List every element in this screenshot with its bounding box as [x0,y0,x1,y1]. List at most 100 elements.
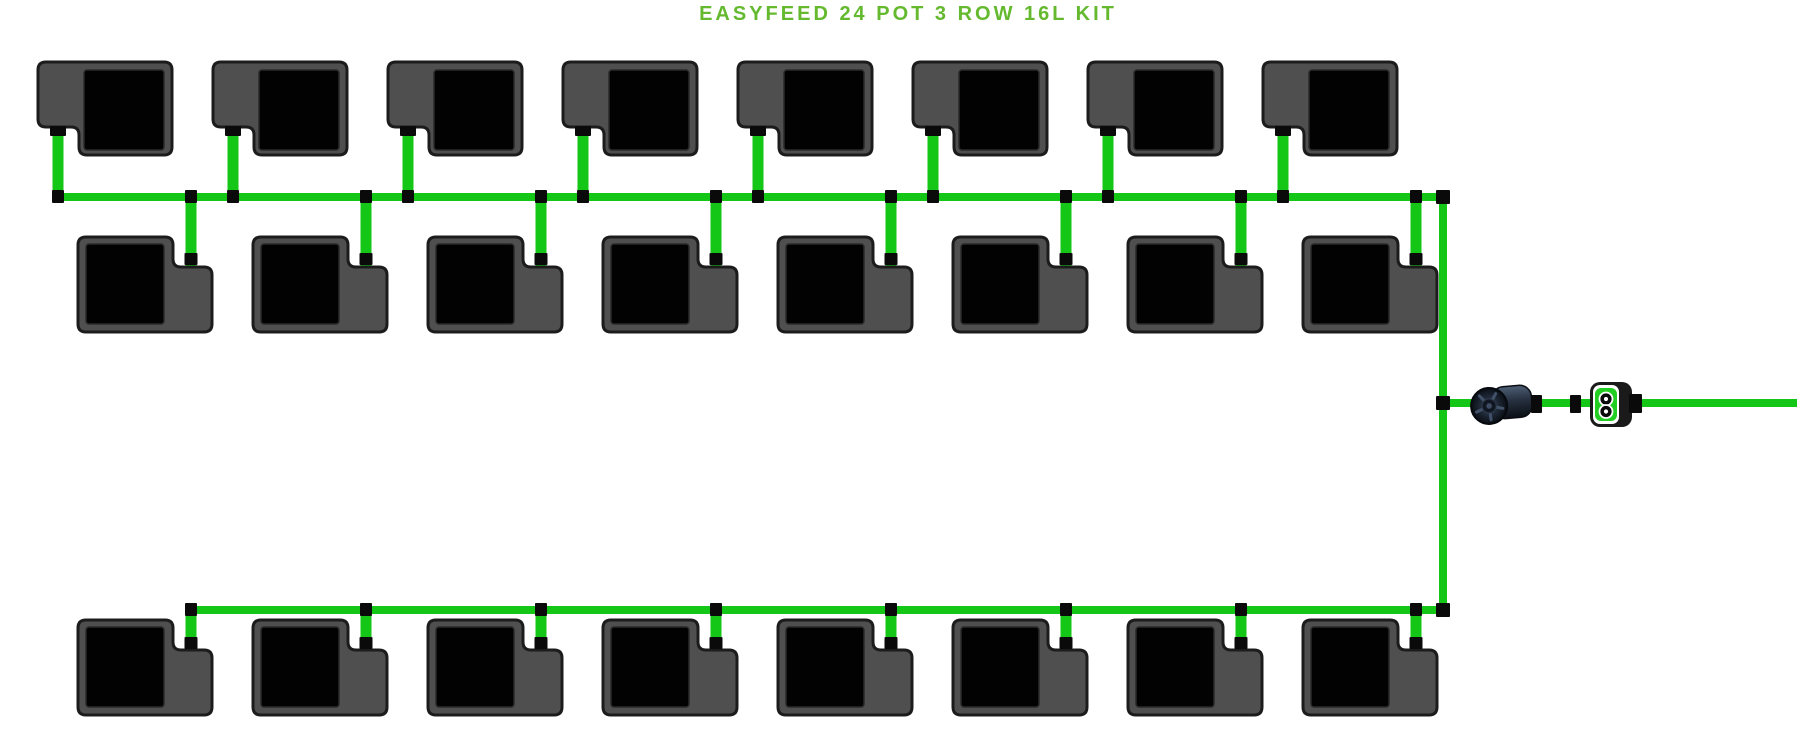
drip-tube [360,197,372,267]
pot-bag [260,626,340,708]
manifold-elbow-fitting [1436,190,1450,204]
manifold-tee-fitting [1277,190,1289,203]
manifold-tee-fitting [52,190,64,203]
manifold-elbow-fitting [1436,603,1450,617]
drip-tube [1235,610,1247,650]
tray-outlet-fitting [575,126,591,136]
pot-bag [960,243,1040,325]
pot-bag [435,243,515,325]
pot-unit-row-bottom-8 [1301,618,1439,717]
pot-unit-row-top-5 [736,60,874,157]
tray-inlet-fitting [1409,253,1423,265]
pot-bag [435,626,515,708]
pot-bag [610,243,690,325]
manifold-tee-fitting [885,603,897,616]
drip-tube [1410,610,1422,650]
inline-fitting [1570,395,1581,413]
tray-inlet-fitting [709,253,723,265]
pot-unit-row-bottom-3 [426,618,564,717]
pot-unit-row-top-3 [386,60,524,157]
pot-unit-row-bottom-7 [1126,618,1264,717]
drip-tube [710,197,722,267]
manifold-tee-fitting [1102,190,1114,203]
drip-tube [185,610,197,650]
pot-bag [260,243,340,325]
manifold-tee-fitting [1410,190,1422,203]
manifold-tee-fitting [752,190,764,203]
tray-inlet-fitting [359,637,373,649]
tray-outlet-fitting [925,126,941,136]
drip-tube [535,610,547,650]
manifold-tee-fitting [1060,603,1072,616]
pot-bag [1308,69,1390,151]
dual-outlet-feeder-unit [1590,382,1632,427]
feeder-outlet-pin [1603,409,1609,414]
tray-outlet-fitting [50,126,66,136]
drip-tube [1102,128,1114,202]
tray-outlet-fitting [225,126,241,136]
tray-outlet-fitting [1100,126,1116,136]
pot-unit-row-middle-5 [776,235,914,334]
tray-inlet-fitting [184,637,198,649]
manifold-tee-fitting [710,190,722,203]
pot-unit-row-top-4 [561,60,699,157]
pot-unit-row-middle-7 [1126,235,1264,334]
tray-outlet-fitting [750,126,766,136]
pot-bag [85,243,165,325]
manifold-tee-fitting [360,603,372,616]
tray-outlet-fitting [400,126,416,136]
manifold-tee-fitting [885,190,897,203]
pot-unit-row-top-8 [1261,60,1399,157]
drip-tube [1410,197,1422,267]
manifold-tee-fitting [1060,190,1072,203]
pot-unit-row-top-7 [1086,60,1224,157]
pot-unit-row-middle-1 [76,235,214,334]
pot-unit-row-bottom-6 [951,618,1089,717]
drip-tube [1277,128,1289,202]
manifold-tee-fitting [710,603,722,616]
manifold-tee-fitting [185,190,197,203]
pot-unit-row-middle-4 [601,235,739,334]
tray-inlet-fitting [1409,637,1423,649]
tray-inlet-fitting [359,253,373,265]
tray-inlet-fitting [534,637,548,649]
pot-unit-row-middle-6 [951,235,1089,334]
pot-bag [610,626,690,708]
pot-bag [785,626,865,708]
bottom-manifold-line [185,606,1447,614]
drip-tube [227,128,239,202]
drip-tube [1060,197,1072,267]
tray-inlet-fitting [709,637,723,649]
tray-inlet-fitting [884,637,898,649]
pump-hub-dot [1486,403,1492,409]
pot-unit-row-top-1 [36,60,174,157]
manifold-tee-fitting [360,190,372,203]
pot-bag [85,626,165,708]
manifold-tee-fitting [577,190,589,203]
drip-tube [1060,610,1072,650]
pot-bag [1133,69,1215,151]
manifold-tee-fitting [927,190,939,203]
drip-tube [535,197,547,267]
pot-unit-row-bottom-2 [251,618,389,717]
manifold-tee-fitting [402,190,414,203]
drip-tube [885,197,897,267]
pot-unit-row-middle-3 [426,235,564,334]
pot-unit-row-bottom-4 [601,618,739,717]
manifold-tee-fitting [1235,190,1247,203]
drip-tube [1235,197,1247,267]
drip-tube [402,128,414,202]
tray-inlet-fitting [184,253,198,265]
inline-fitting [1531,395,1542,413]
pot-bag [1310,243,1390,325]
inline-pump-tap [1470,384,1533,425]
manifold-tee-fitting [535,603,547,616]
pot-unit-row-middle-2 [251,235,389,334]
drip-tube [927,128,939,202]
pot-bag [960,626,1040,708]
drip-tube [577,128,589,202]
drip-tube [52,128,64,202]
feeder-outlet-pin [1603,396,1609,402]
pot-unit-row-middle-8 [1301,235,1439,334]
